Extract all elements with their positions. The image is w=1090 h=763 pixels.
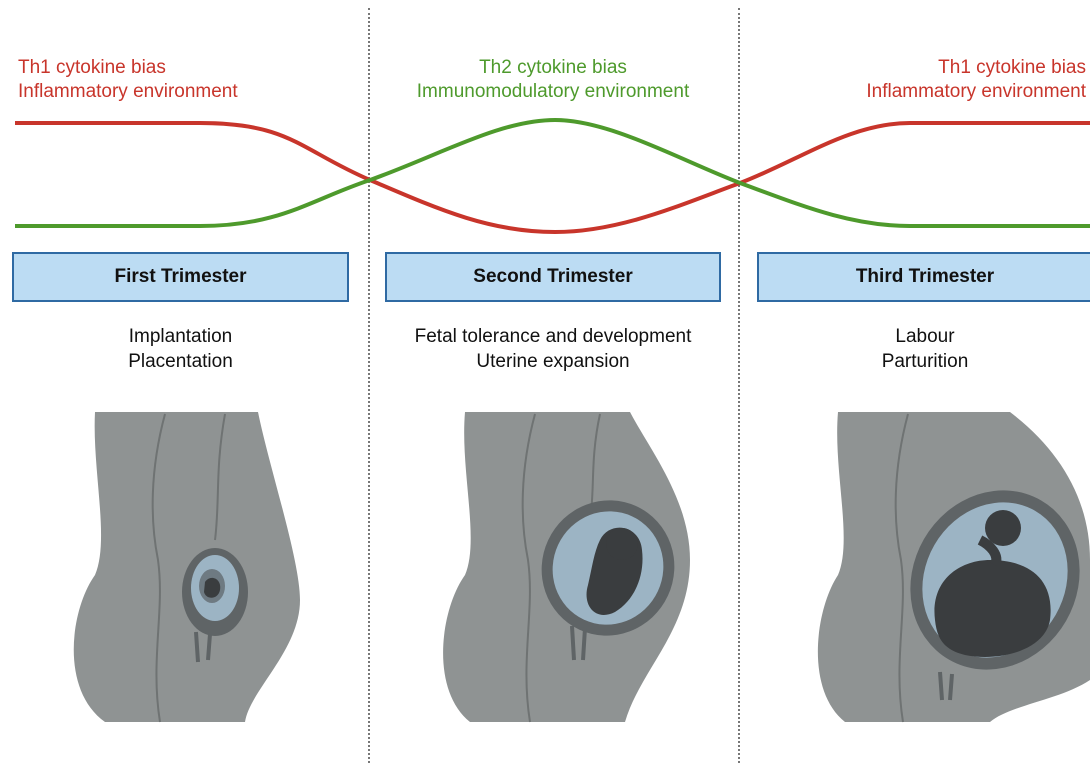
first-trimester-body-illustration — [74, 412, 300, 722]
second-trimester-body-illustration — [443, 412, 696, 722]
third-trimester-body-illustration — [818, 412, 1090, 722]
